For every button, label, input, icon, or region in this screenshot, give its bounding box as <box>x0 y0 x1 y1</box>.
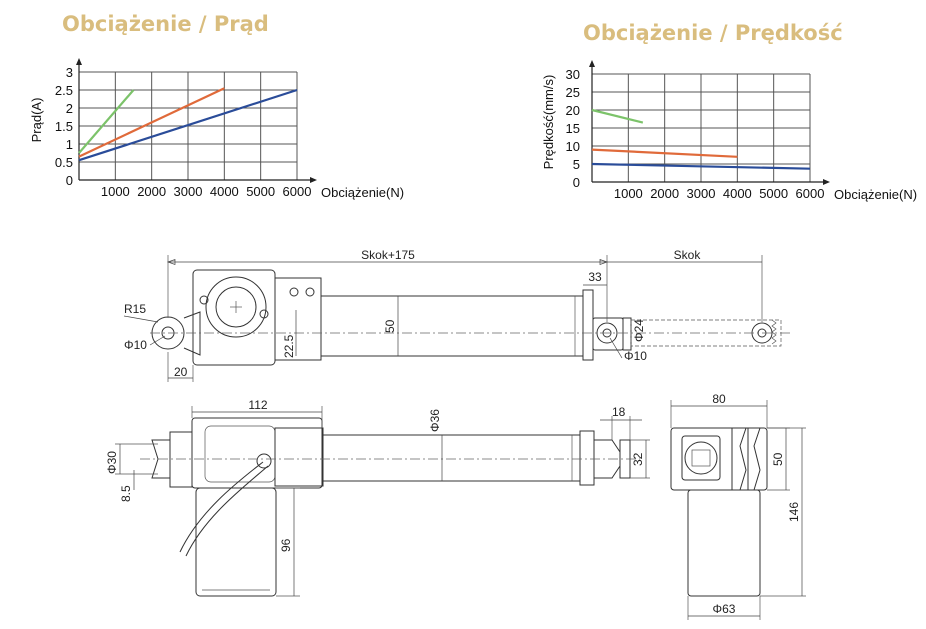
dim-112: 112 <box>248 398 267 412</box>
dim-phi30: Φ30 <box>105 451 119 474</box>
y-tick-label: 20 <box>566 103 580 118</box>
x-tick-label: 2000 <box>137 184 166 199</box>
outer-tube <box>320 295 584 357</box>
x-tick-label: 6000 <box>283 184 312 199</box>
dim-phi24: Φ24 <box>632 319 646 342</box>
side-view: 80 50 146 Φ63 <box>670 392 806 620</box>
y-tick-label: 30 <box>566 67 580 82</box>
x-tick-label: 6000 <box>796 186 825 201</box>
x-axis-arrow <box>823 179 830 185</box>
side-motor <box>687 489 761 597</box>
series-line <box>591 148 738 158</box>
dim-32: 32 <box>631 452 645 466</box>
y-tick-label: 0 <box>573 175 580 190</box>
dim-80: 80 <box>712 392 726 406</box>
dim-50-side: 50 <box>771 452 785 466</box>
front-view: 112 Φ36 18 32 Φ30 8.5 96 <box>105 398 650 597</box>
dim-50-body: 50 <box>383 319 397 333</box>
motor-end-inner <box>215 286 257 328</box>
dim-stroke: Skok <box>674 248 702 262</box>
y-tick-label: 10 <box>566 139 580 154</box>
y-axis-arrow <box>76 58 82 65</box>
y-tick-label: 2 <box>66 101 73 116</box>
series-line <box>591 162 811 170</box>
series-line <box>78 88 298 162</box>
dim-stroke-plus: Skok+175 <box>361 248 415 262</box>
dim-96: 96 <box>279 538 293 552</box>
x-axis-arrow <box>310 177 317 183</box>
dim-phi10-right: Φ10 <box>624 349 647 363</box>
x-tick-label: 3000 <box>687 186 716 201</box>
x-tick-label: 4000 <box>723 186 752 201</box>
x-tick-label: 3000 <box>174 184 203 199</box>
series-line <box>78 89 135 154</box>
front-tube <box>321 434 581 482</box>
dim-phi36: Φ36 <box>428 409 442 432</box>
y-axis-arrow <box>589 60 595 67</box>
x-tick-label: 1000 <box>101 184 130 199</box>
y-axis-label: Prąd(A) <box>29 98 44 143</box>
motor-end-circle <box>205 276 267 338</box>
dim-22-5: 22.5 <box>282 334 296 358</box>
y-tick-label: 5 <box>573 157 580 172</box>
chart-title-current: Obciążenie / Prąd <box>62 12 269 36</box>
series-line <box>78 87 225 158</box>
dim-33: 33 <box>588 270 602 284</box>
x-tick-label: 5000 <box>246 184 275 199</box>
x-tick-label: 1000 <box>614 186 643 201</box>
x-axis-label: Obciążenie(N) <box>834 187 917 202</box>
x-axis-label: Obciążenie(N) <box>321 185 404 200</box>
y-tick-label: 15 <box>566 121 580 136</box>
y-axis-label: Prędkość(mm/s) <box>541 75 556 170</box>
y-tick-label: 0.5 <box>55 155 73 170</box>
dim-18: 18 <box>612 405 626 419</box>
chart-title-speed: Obciążenie / Prędkość <box>583 21 843 45</box>
series-line <box>591 108 644 124</box>
front-motor <box>195 487 277 597</box>
front-rear-clevis <box>151 439 171 479</box>
x-tick-label: 5000 <box>759 186 788 201</box>
x-tick-label: 4000 <box>210 184 239 199</box>
dim-8-5: 8.5 <box>119 485 133 502</box>
y-tick-label: 1.5 <box>55 119 73 134</box>
x-tick-label: 2000 <box>650 186 679 201</box>
dim-phi10-left: Φ10 <box>124 338 147 352</box>
y-tick-label: 3 <box>66 65 73 80</box>
y-tick-label: 1 <box>66 137 73 152</box>
y-tick-label: 25 <box>566 85 580 100</box>
dim-r15: R15 <box>124 302 146 316</box>
top-view: Skok+175 Skok 33 R15 Φ10 20 22.5 50 Φ24 … <box>123 248 790 382</box>
dim-146: 146 <box>787 502 801 522</box>
y-tick-label: 2.5 <box>55 83 73 98</box>
y-tick-label: 0 <box>66 173 73 188</box>
dim-phi63: Φ63 <box>713 602 736 616</box>
dim-20: 20 <box>174 365 188 379</box>
